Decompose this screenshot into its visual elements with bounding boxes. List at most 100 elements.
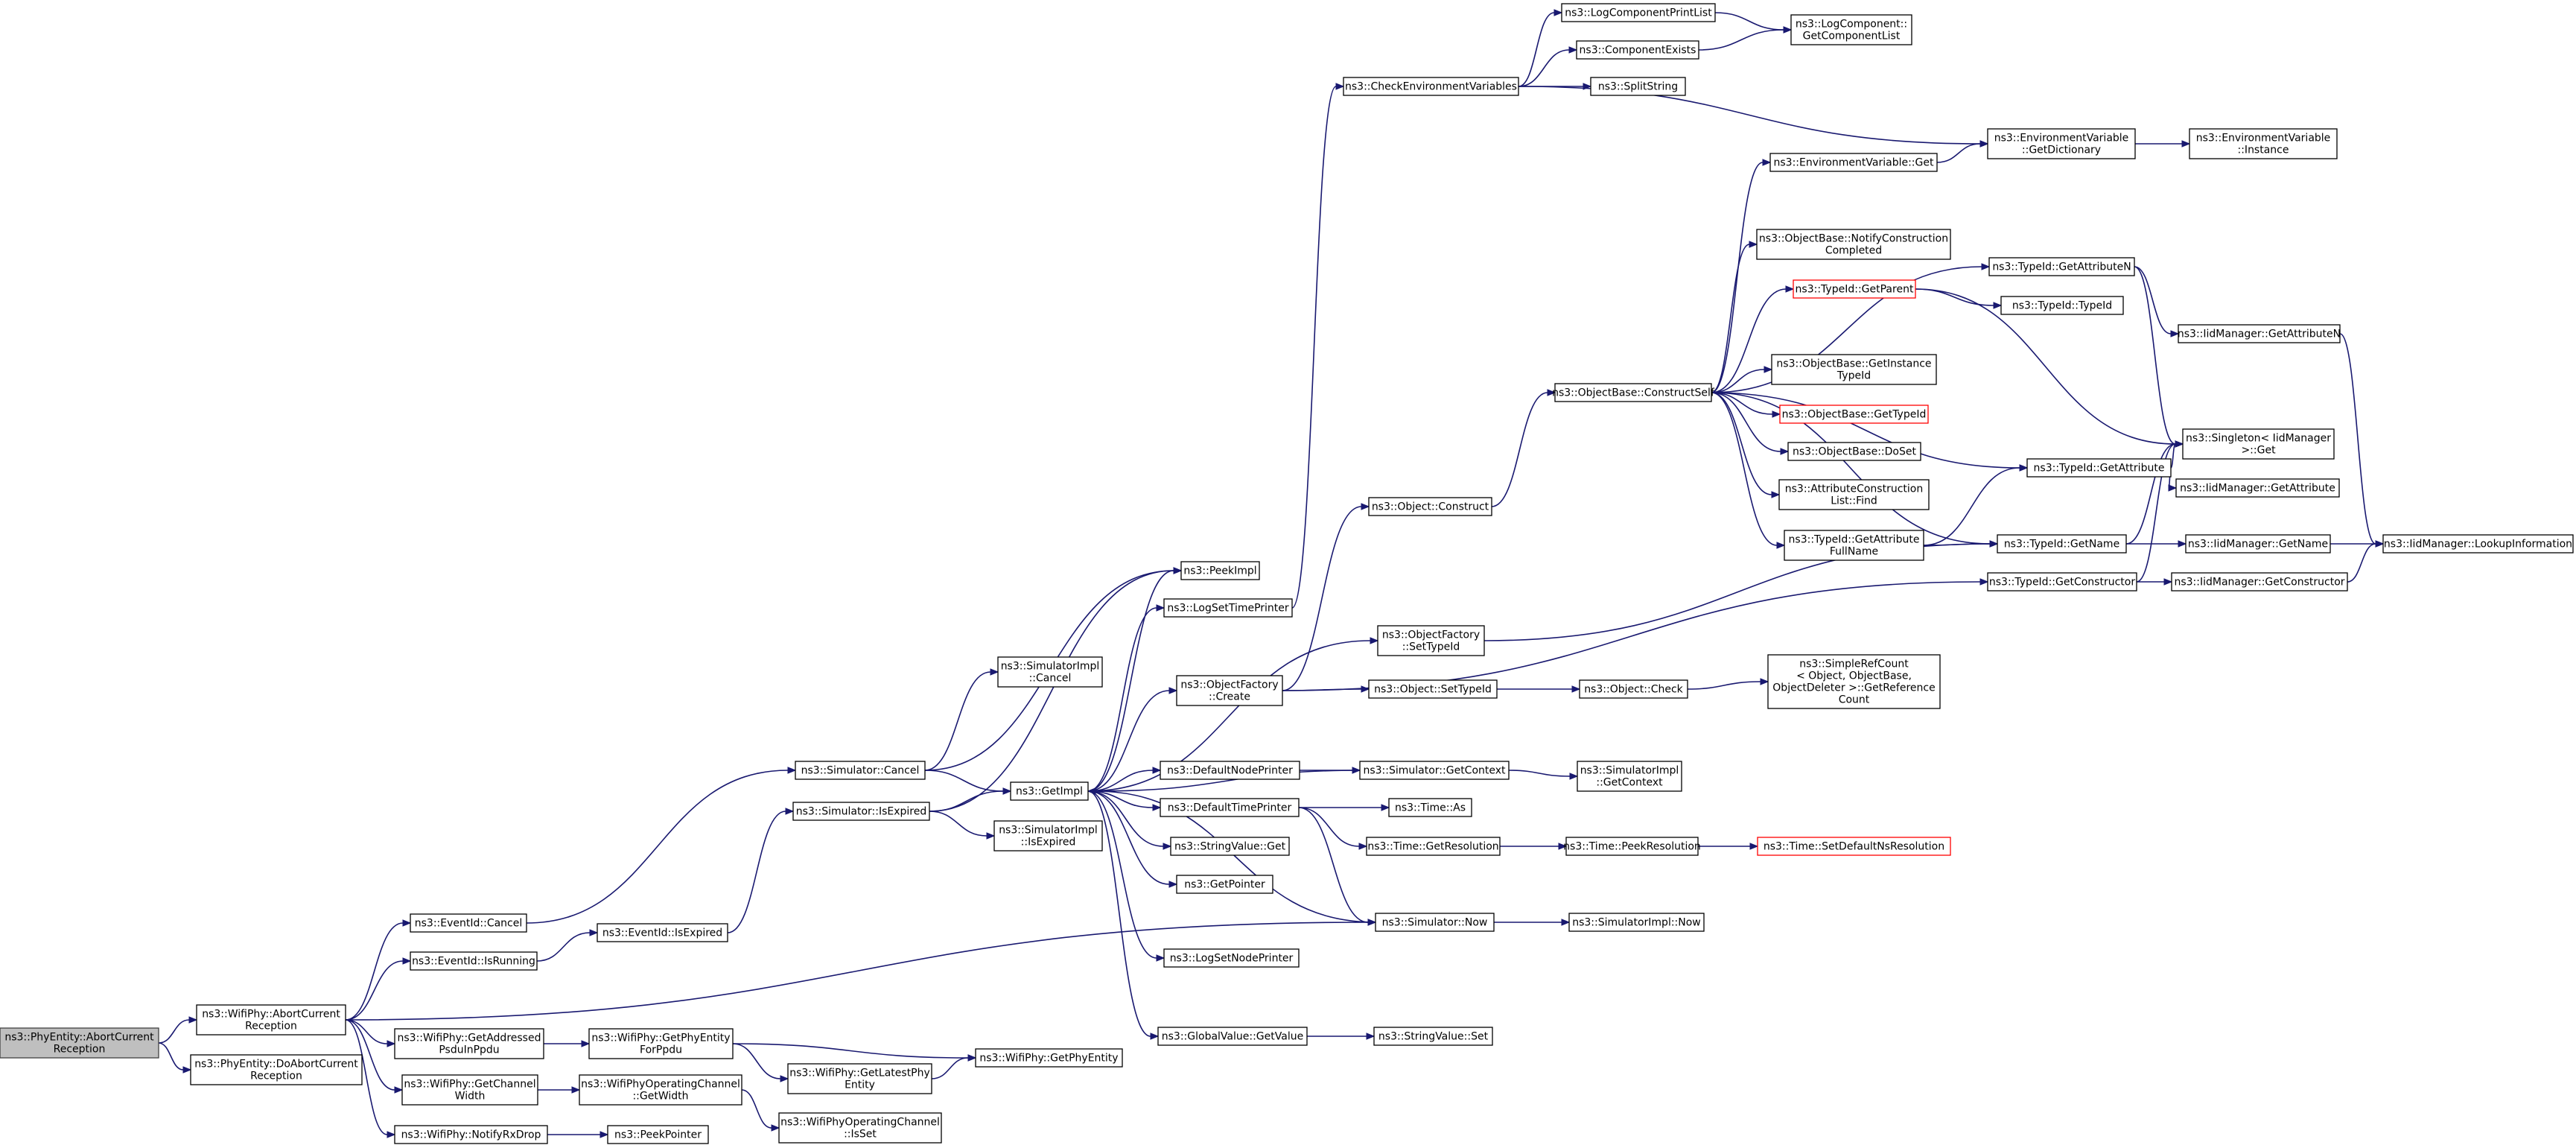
node-iidm-lookupinfo[interactable]: ns3::IidManager::LookupInformation	[2382, 534, 2574, 554]
call-edge	[1087, 687, 1178, 792]
node-splitstring[interactable]: ns3::SplitString	[1590, 77, 1686, 96]
node-label: ns3::AttributeConstruction	[1785, 483, 1923, 495]
node-simimpl-getcontext[interactable]: ns3::SimulatorImpl::GetContext	[1577, 761, 1682, 792]
node-wpoc-isset[interactable]: ns3::WifiPhyOperatingChannel::IsSet	[778, 1112, 942, 1144]
node-ob-constructself[interactable]: ns3::ObjectBase::ConstructSelf	[1552, 383, 1715, 402]
node-sim-cancel[interactable]: ns3::Simulator::Cancel	[795, 761, 926, 780]
node-getimpl[interactable]: ns3::GetImpl	[1010, 781, 1089, 801]
node-peekimpl[interactable]: ns3::PeekImpl	[1180, 561, 1260, 580]
node-getpointer[interactable]: ns3::GetPointer	[1176, 875, 1273, 894]
node-typeid-getattrn[interactable]: ns3::TypeId::GetAttributeN	[1988, 257, 2135, 276]
call-edge	[1698, 843, 1759, 850]
node-logsettimeprinter[interactable]: ns3::LogSetTimePrinter	[1163, 598, 1293, 618]
node-ev-cancel[interactable]: ns3::EventId::Cancel	[410, 913, 527, 933]
node-iidm-getattr[interactable]: ns3::IidManager::GetAttribute	[2175, 478, 2340, 498]
node-box	[1793, 279, 1916, 299]
node-ob-doset[interactable]: ns3::ObjectBase::DoSet	[1787, 442, 1921, 461]
node-of-settypeid[interactable]: ns3::ObjectFactory::SetTypeId	[1377, 625, 1485, 656]
node-sim-now[interactable]: ns3::Simulator::Now	[1375, 913, 1495, 932]
node-defaultnodeprinter[interactable]: ns3::DefaultNodePrinter	[1160, 761, 1300, 780]
node-label: GetComponentList	[1803, 31, 1901, 42]
node-of-create[interactable]: ns3::ObjectFactory::Create	[1176, 675, 1283, 706]
call-edge	[1711, 392, 1790, 455]
node-sim-isexpired[interactable]: ns3::Simulator::IsExpired	[792, 802, 930, 821]
node-stringvalue-get[interactable]: ns3::StringValue::Get	[1170, 837, 1290, 856]
node-logcompprintlist[interactable]: ns3::LogComponentPrintList	[1561, 3, 1716, 22]
node-box	[1561, 3, 1716, 22]
node-box	[394, 1028, 544, 1059]
node-simplerefcount[interactable]: ns3::SimpleRefCount< Object, ObjectBase,…	[1767, 654, 1941, 709]
node-compexists[interactable]: ns3::ComponentExists	[1576, 40, 1699, 60]
node-ob-gettypeid[interactable]: ns3::ObjectBase::GetTypeId	[1779, 405, 1929, 424]
node-box	[2171, 572, 2348, 592]
node-typeid-getattr[interactable]: ns3::TypeId::GetAttribute	[2026, 458, 2172, 478]
node-defaulttimeprinter[interactable]: ns3::DefaultTimePrinter	[1160, 798, 1300, 817]
node-time-getres[interactable]: ns3::Time::GetResolution	[1366, 837, 1501, 856]
call-edge	[1518, 9, 1563, 87]
node-sim-getcontext[interactable]: ns3::Simulator::GetContext	[1359, 761, 1510, 780]
node-iidm-getconstructor[interactable]: ns3::IidManager::GetConstructor	[2171, 572, 2348, 592]
node-envvar-get[interactable]: ns3::EnvironmentVariable::Get	[1769, 153, 1938, 172]
call-edge	[1087, 767, 1162, 792]
node-stringvalue-set[interactable]: ns3::StringValue::Set	[1373, 1027, 1493, 1046]
call-edge	[1087, 790, 1160, 1040]
node-iidm-getattrn[interactable]: ns3::IidManager::GetAttributeN	[2178, 324, 2341, 343]
node-wp-getphyentity[interactable]: ns3::WifiPhy::GetPhyEntity	[975, 1048, 1123, 1068]
node-label: ns3::WifiPhyOperatingChannel	[780, 1117, 940, 1129]
node-time-peekres[interactable]: ns3::Time::PeekResolution	[1563, 837, 1701, 856]
node-ev-isrunning[interactable]: ns3::EventId::IsRunning	[410, 951, 538, 971]
node-box	[190, 1054, 363, 1085]
node-box	[1988, 257, 2135, 276]
node-typeid-getconstructor[interactable]: ns3::TypeId::GetConstructor	[1987, 572, 2137, 592]
call-edge	[1087, 790, 1172, 850]
node-box	[1757, 837, 1951, 856]
node-singleton-get[interactable]: ns3::Singleton< IidManager >::Get	[2182, 428, 2335, 460]
node-simimpl-isexpired[interactable]: ns3::SimulatorImpl::IsExpired	[993, 820, 1103, 852]
node-checkenv[interactable]: ns3::CheckEnvironmentVariables	[1343, 77, 1519, 96]
node-box	[1790, 14, 1912, 45]
node-wpoc-getwidth[interactable]: ns3::WifiPhyOperatingChannel::GetWidth	[579, 1074, 742, 1106]
node-label: ns3::WifiPhy::GetLatestPhy	[789, 1068, 930, 1079]
node-time-setdefaultnsres[interactable]: ns3::Time::SetDefaultNsResolution	[1757, 837, 1951, 856]
node-typeid-getparent[interactable]: ns3::TypeId::GetParent	[1793, 279, 1916, 299]
node-typeid-typeid[interactable]: ns3::TypeId::TypeId	[2000, 296, 2124, 315]
node-wp-notifyrxdrop[interactable]: ns3::WifiPhy::NotifyRxDrop	[394, 1125, 548, 1144]
call-edge	[1491, 389, 1556, 507]
node-box	[795, 761, 926, 780]
node-peekpointer[interactable]: ns3::PeekPointer	[607, 1125, 709, 1144]
node-ob-notifyconstruction[interactable]: ns3::ObjectBase::NotifyConstructionCompl…	[1756, 229, 1951, 260]
node-label: ns3::ObjectBase::NotifyConstruction	[1759, 233, 1948, 245]
node-typeid-getname[interactable]: ns3::TypeId::GetName	[1997, 534, 2127, 554]
node-iidm-getname[interactable]: ns3::IidManager::GetName	[2185, 534, 2331, 554]
node-obj-settypeid[interactable]: ns3::Object::SetTypeId	[1368, 679, 1498, 699]
node-gv-getvalue[interactable]: ns3::GlobalValue::GetValue	[1157, 1027, 1308, 1046]
node-box	[1787, 442, 1921, 461]
node-time-as[interactable]: ns3::Time::As	[1388, 798, 1472, 817]
node-label: ns3::WifiPhy::GetPhyEntity	[979, 1053, 1118, 1065]
node-simimpl-now[interactable]: ns3::SimulatorImpl::Now	[1568, 913, 1705, 932]
node-envvar-getdict[interactable]: ns3::EnvironmentVariable::GetDictionary	[1987, 128, 2136, 159]
node-label: Width	[455, 1091, 486, 1103]
node-simimpl-cancel[interactable]: ns3::SimulatorImpl::Cancel	[997, 656, 1103, 688]
node-obj-construct[interactable]: ns3::Object::Construct	[1368, 497, 1492, 516]
call-edge	[538, 1086, 581, 1094]
node-obj-check[interactable]: ns3::Object::Check	[1579, 679, 1688, 699]
call-edge	[1711, 392, 1781, 498]
node-ev-isexpired[interactable]: ns3::EventId::IsExpired	[597, 923, 728, 942]
node-logsetnodeprinter[interactable]: ns3::LogSetNodePrinter	[1163, 948, 1300, 968]
node-box	[1176, 675, 1283, 706]
node-box	[196, 1004, 346, 1036]
node-label: ::IsExpired	[1021, 837, 1076, 849]
node-logcomp-getcomplist[interactable]: ns3::LogComponent::GetComponentList	[1790, 14, 1912, 45]
node-envvar-instance[interactable]: ns3::EnvironmentVariable::Instance	[2189, 128, 2338, 159]
node-label: ns3::SimulatorImpl	[999, 825, 1098, 837]
